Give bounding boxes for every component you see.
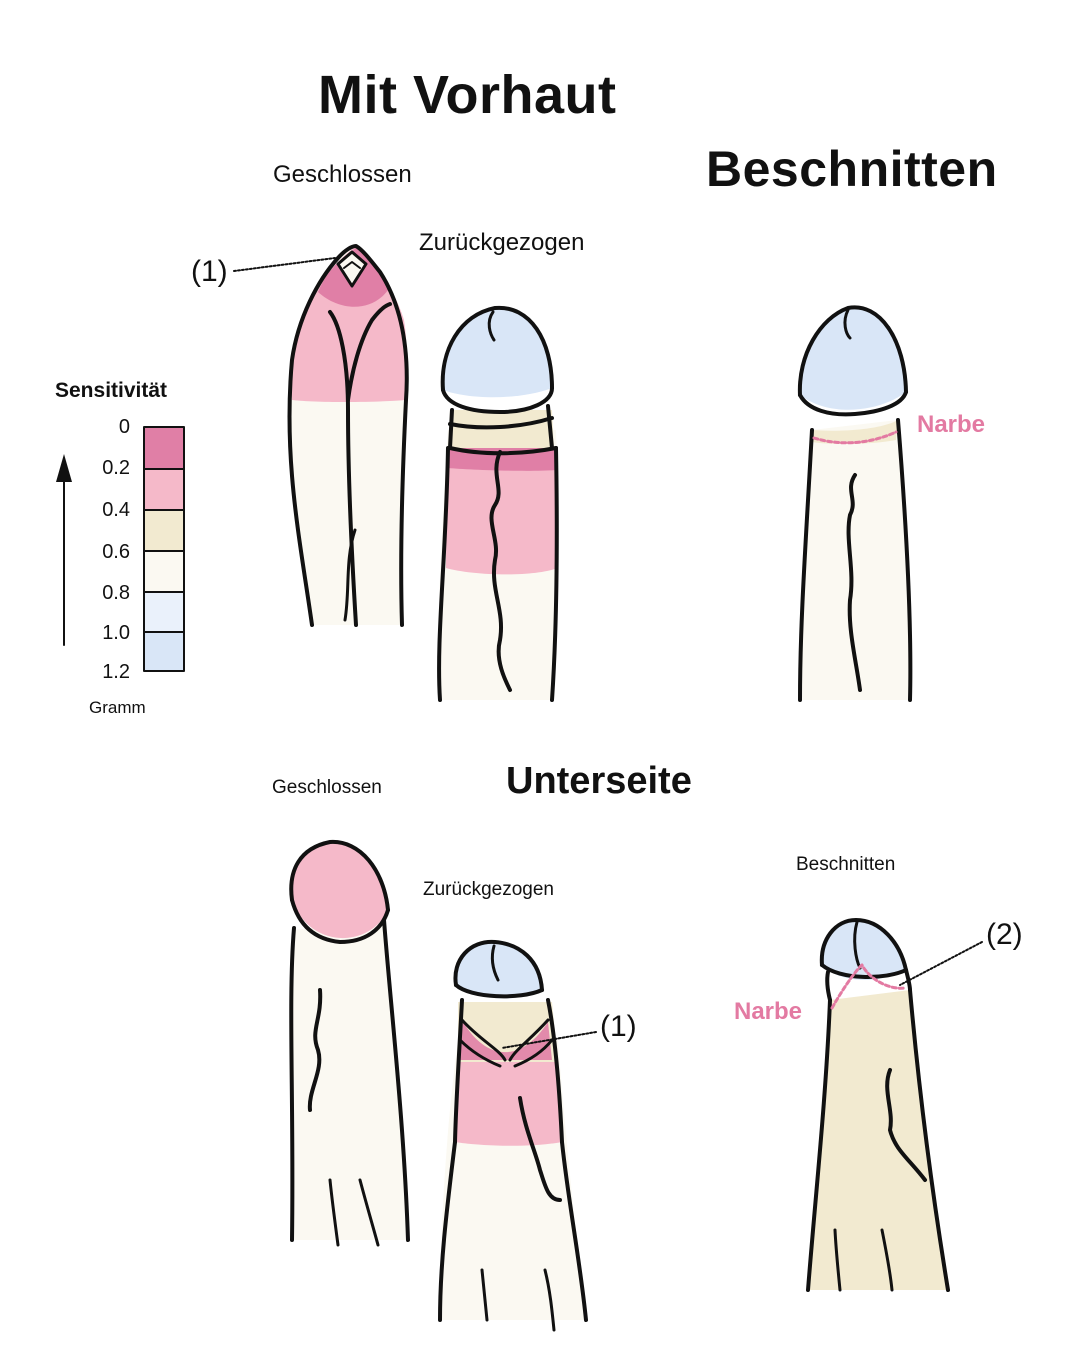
legend-swatch-3 [143,550,185,593]
legend-tick-4: 0.8 [102,582,130,604]
legend-tick-3: 0.6 [102,541,130,563]
legend-tick-1: 0.2 [102,457,130,479]
legend-title: Sensitivität [55,379,168,402]
legend-swatches [143,426,185,672]
top-retracted-figure [437,305,559,702]
callout-line-top [233,257,336,272]
label-top-closed: Geschlossen [273,161,412,188]
label-bottom-closed: Geschlossen [272,777,382,798]
legend-swatch-0 [143,426,185,470]
legend-unit: Gramm [89,698,146,717]
callout-line-bottom-1 [501,1031,597,1049]
legend-arrow-head [56,454,72,482]
main-title: Mit Vorhaut [318,65,617,125]
top-closed-figure [287,244,409,627]
legend-swatch-5 [143,631,185,672]
callout-bottom-1: (1) [600,1010,637,1043]
legend-tick-0: 0 [118,416,130,438]
scar-label-bottom: Narbe [734,998,803,1025]
legend-swatch-2 [143,509,185,552]
top-circumcised-figure [797,305,913,702]
callout-bottom-2: (2) [986,918,1023,951]
label-top-retracted: Zurückgezogen [419,229,585,256]
legend-swatch-1 [143,468,185,511]
callout-line-bottom-2 [899,941,983,986]
legend-swatch-4 [143,591,185,633]
circumcised-title: Beschnitten [706,141,998,197]
scar-label-top: Narbe [917,411,986,438]
legend-tick-5: 1.0 [102,622,130,644]
underside-title: Unterseite [506,760,692,802]
legend-tick-2: 0.4 [102,499,130,521]
bottom-retracted-figure [438,939,588,1332]
callout-top: (1) [191,255,228,288]
label-bottom-retracted: Zurückgezogen [423,879,554,900]
bottom-circumcised-figure [806,918,950,1292]
bottom-closed-figure [289,839,410,1247]
legend-tick-6: 1.2 [102,661,130,683]
label-bottom-circumcised: Beschnitten [796,854,896,875]
